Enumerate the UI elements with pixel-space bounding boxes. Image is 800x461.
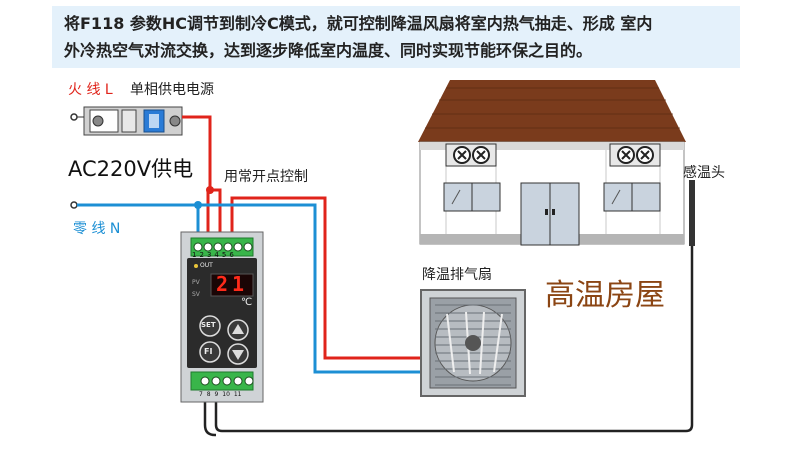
neutral-wire-label: 零 线 N xyxy=(73,221,121,237)
temperature-probe xyxy=(689,180,695,246)
live-terminal xyxy=(70,113,78,121)
house-wall-fans-right xyxy=(609,143,661,167)
banner-line-2: 外冷热空气对流交换，达到逐步降低室内温度、同时实现节能环保之目的。 xyxy=(64,41,593,60)
exhaust-fan xyxy=(420,289,526,397)
bottom-terminal-block xyxy=(190,371,254,391)
sv-label: SV xyxy=(192,291,200,298)
temperature-controller xyxy=(180,231,264,403)
fi-button[interactable] xyxy=(199,341,221,363)
banner-line-1: 将F118 参数HC调节到制冷C模式，就可控制降温风扇将室内热气抽走、形成 室内 xyxy=(64,14,653,33)
out-indicator-label: OUT xyxy=(200,262,213,269)
live-wire-label: 火 线 L xyxy=(68,82,113,98)
top-terminal-numbers: 123456 xyxy=(192,251,237,259)
breaker-switch xyxy=(83,106,183,136)
single-phase-supply-label: 单相供电电源 xyxy=(130,82,214,98)
up-arrow-icon xyxy=(232,324,244,334)
fi-button-label: FI xyxy=(204,347,213,356)
normally-open-control-label: 用常开点控制 xyxy=(224,169,308,185)
down-arrow-icon xyxy=(232,350,244,360)
temperature-display xyxy=(210,273,254,297)
pv-label: PV xyxy=(192,279,200,286)
bottom-terminal-numbers: 7 8 9 10 11 xyxy=(199,391,242,398)
control-wire-to-fan xyxy=(230,196,440,360)
neutral-wire-to-fan xyxy=(198,203,440,374)
roof xyxy=(418,80,686,142)
temp-sensor-label: 感温头 xyxy=(683,165,725,181)
unit-label: ℃ xyxy=(241,297,253,308)
sensor-cable xyxy=(214,180,694,433)
exhaust-fan-label: 降温排气扇 xyxy=(422,267,492,283)
house xyxy=(418,80,686,246)
house-label: 高温房屋 xyxy=(545,278,665,313)
ac-supply-label: AC220V供电 xyxy=(68,157,194,181)
neutral-terminal xyxy=(70,201,78,209)
set-button[interactable] xyxy=(199,315,221,337)
display-value: 21 xyxy=(216,272,249,296)
house-wall-fans-left xyxy=(445,143,497,167)
set-button-label: SET xyxy=(201,321,216,329)
description-banner: 将F118 参数HC调节到制冷C模式，就可控制降温风扇将室内热气抽走、形成 室内… xyxy=(52,6,740,68)
